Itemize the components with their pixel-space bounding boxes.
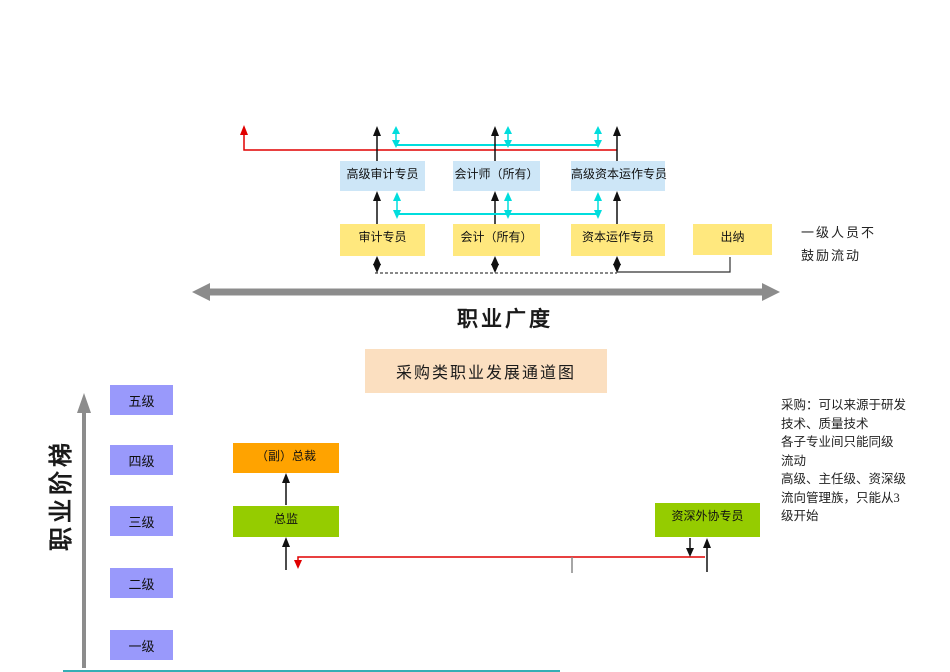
lower-diagram-title: 采购类职业发展通道图 [365, 349, 607, 393]
box-senior-audit-specialist: 高级审计专员 [340, 161, 425, 191]
red-connector-lower [294, 556, 705, 569]
red-promotion-connector-upper [240, 125, 617, 151]
box-cashier: 出纳 [693, 224, 772, 255]
career-ladder-axis-arrow [77, 393, 91, 668]
cyan-lateral-connector-top [392, 126, 602, 148]
cashier-connector [617, 257, 731, 273]
double-arrows-below-junior-boxes [373, 256, 621, 273]
up-arrow-into-outsourcing [703, 538, 711, 572]
note-line: 一级人员不 [801, 225, 877, 240]
note-line: 高级、主任级、资深级 [781, 472, 907, 486]
up-arrows-above-senior-boxes [373, 126, 621, 161]
note-line: 流动 [781, 453, 807, 468]
level-badge-5: 五级 [110, 385, 173, 415]
level-badge-1: 一级 [110, 630, 173, 660]
note-procurement-rules: 采购：可以来源于研发 技术、质量技术 各子专业间只能同级 流动 高级、主任级、资… [781, 396, 949, 526]
cutoff-box-edge [63, 670, 560, 672]
note-line: 流向管理族，只能从3 [781, 490, 900, 505]
cyan-lateral-connector-junior [393, 192, 602, 219]
note-line: 级开始 [781, 509, 819, 523]
director-to-vp-arrow [282, 473, 290, 505]
note-line: 技术、质量技术 [781, 416, 869, 431]
box-director: 总监 [233, 506, 339, 537]
up-arrows-junior-to-senior [373, 191, 621, 224]
level-badge-2: 二级 [110, 568, 173, 598]
career-ladder-axis-label: 职业阶梯 [49, 439, 75, 551]
box-accounting-all: 会计（所有） [453, 224, 540, 256]
note-level1-no-mobility: 一级人员不 鼓励流动 [801, 221, 876, 267]
down-arrow-from-outsourcing [686, 538, 694, 557]
note-line: 各子专业间只能同级 [781, 435, 894, 449]
note-line: 鼓励流动 [801, 248, 862, 263]
box-capital-operation-specialist: 资本运作专员 [571, 224, 665, 256]
box-accountant-all: 会计师（所有） [453, 161, 540, 191]
level-badge-4: 四级 [110, 445, 173, 475]
box-senior-capital-operation-specialist: 高级资本运作专员 [571, 161, 667, 191]
box-senior-outsourcing-specialist: 资深外协专员 [655, 503, 760, 537]
career-breadth-axis-label: 职业广度 [457, 307, 553, 331]
box-vice-president: （副）总裁 [233, 443, 339, 473]
career-breadth-axis-arrow [192, 283, 780, 301]
note-line: 采购：可以来源于研发 [781, 398, 907, 412]
up-arrow-into-director [282, 537, 290, 570]
box-audit-specialist: 审计专员 [340, 224, 425, 256]
level-badge-3: 三级 [110, 506, 173, 536]
